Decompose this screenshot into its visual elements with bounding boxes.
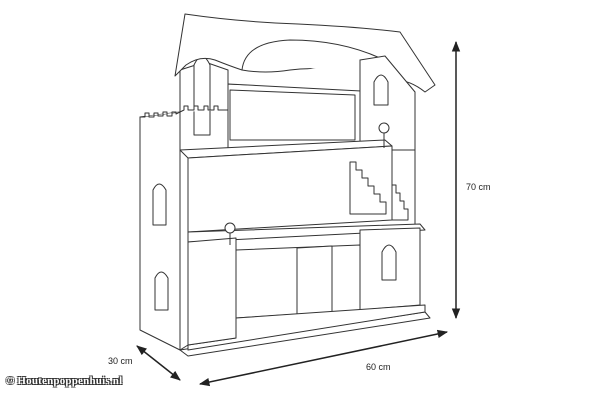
- middle-stairs-2: [391, 184, 409, 221]
- tower-window-lower: [154, 271, 169, 311]
- copyright-watermark: © Houtenpoppenhuis.nl: [6, 375, 123, 387]
- tower-battlement: [139, 111, 181, 118]
- post-knob-upper: [378, 122, 390, 134]
- lower-right-window: [381, 244, 397, 281]
- width-arrow: [198, 329, 449, 387]
- ground-divider: [296, 245, 333, 321]
- left-tower-wall: [139, 111, 181, 351]
- depth-label: 30 cm: [108, 356, 133, 366]
- upper-tower-battlement: [179, 105, 229, 113]
- width-label: 60 cm: [366, 362, 391, 372]
- depth-arrow: [136, 345, 181, 381]
- height-label: 70 cm: [466, 182, 491, 192]
- top-room-back: [229, 89, 356, 141]
- ground-left-wall: [187, 237, 237, 346]
- upper-tower-window: [193, 56, 211, 136]
- right-upper-window: [373, 74, 389, 106]
- post-knob-lower: [224, 222, 236, 234]
- tower-window-upper: [152, 183, 167, 226]
- lower-floor: [187, 223, 426, 243]
- middle-stairs: [349, 161, 387, 215]
